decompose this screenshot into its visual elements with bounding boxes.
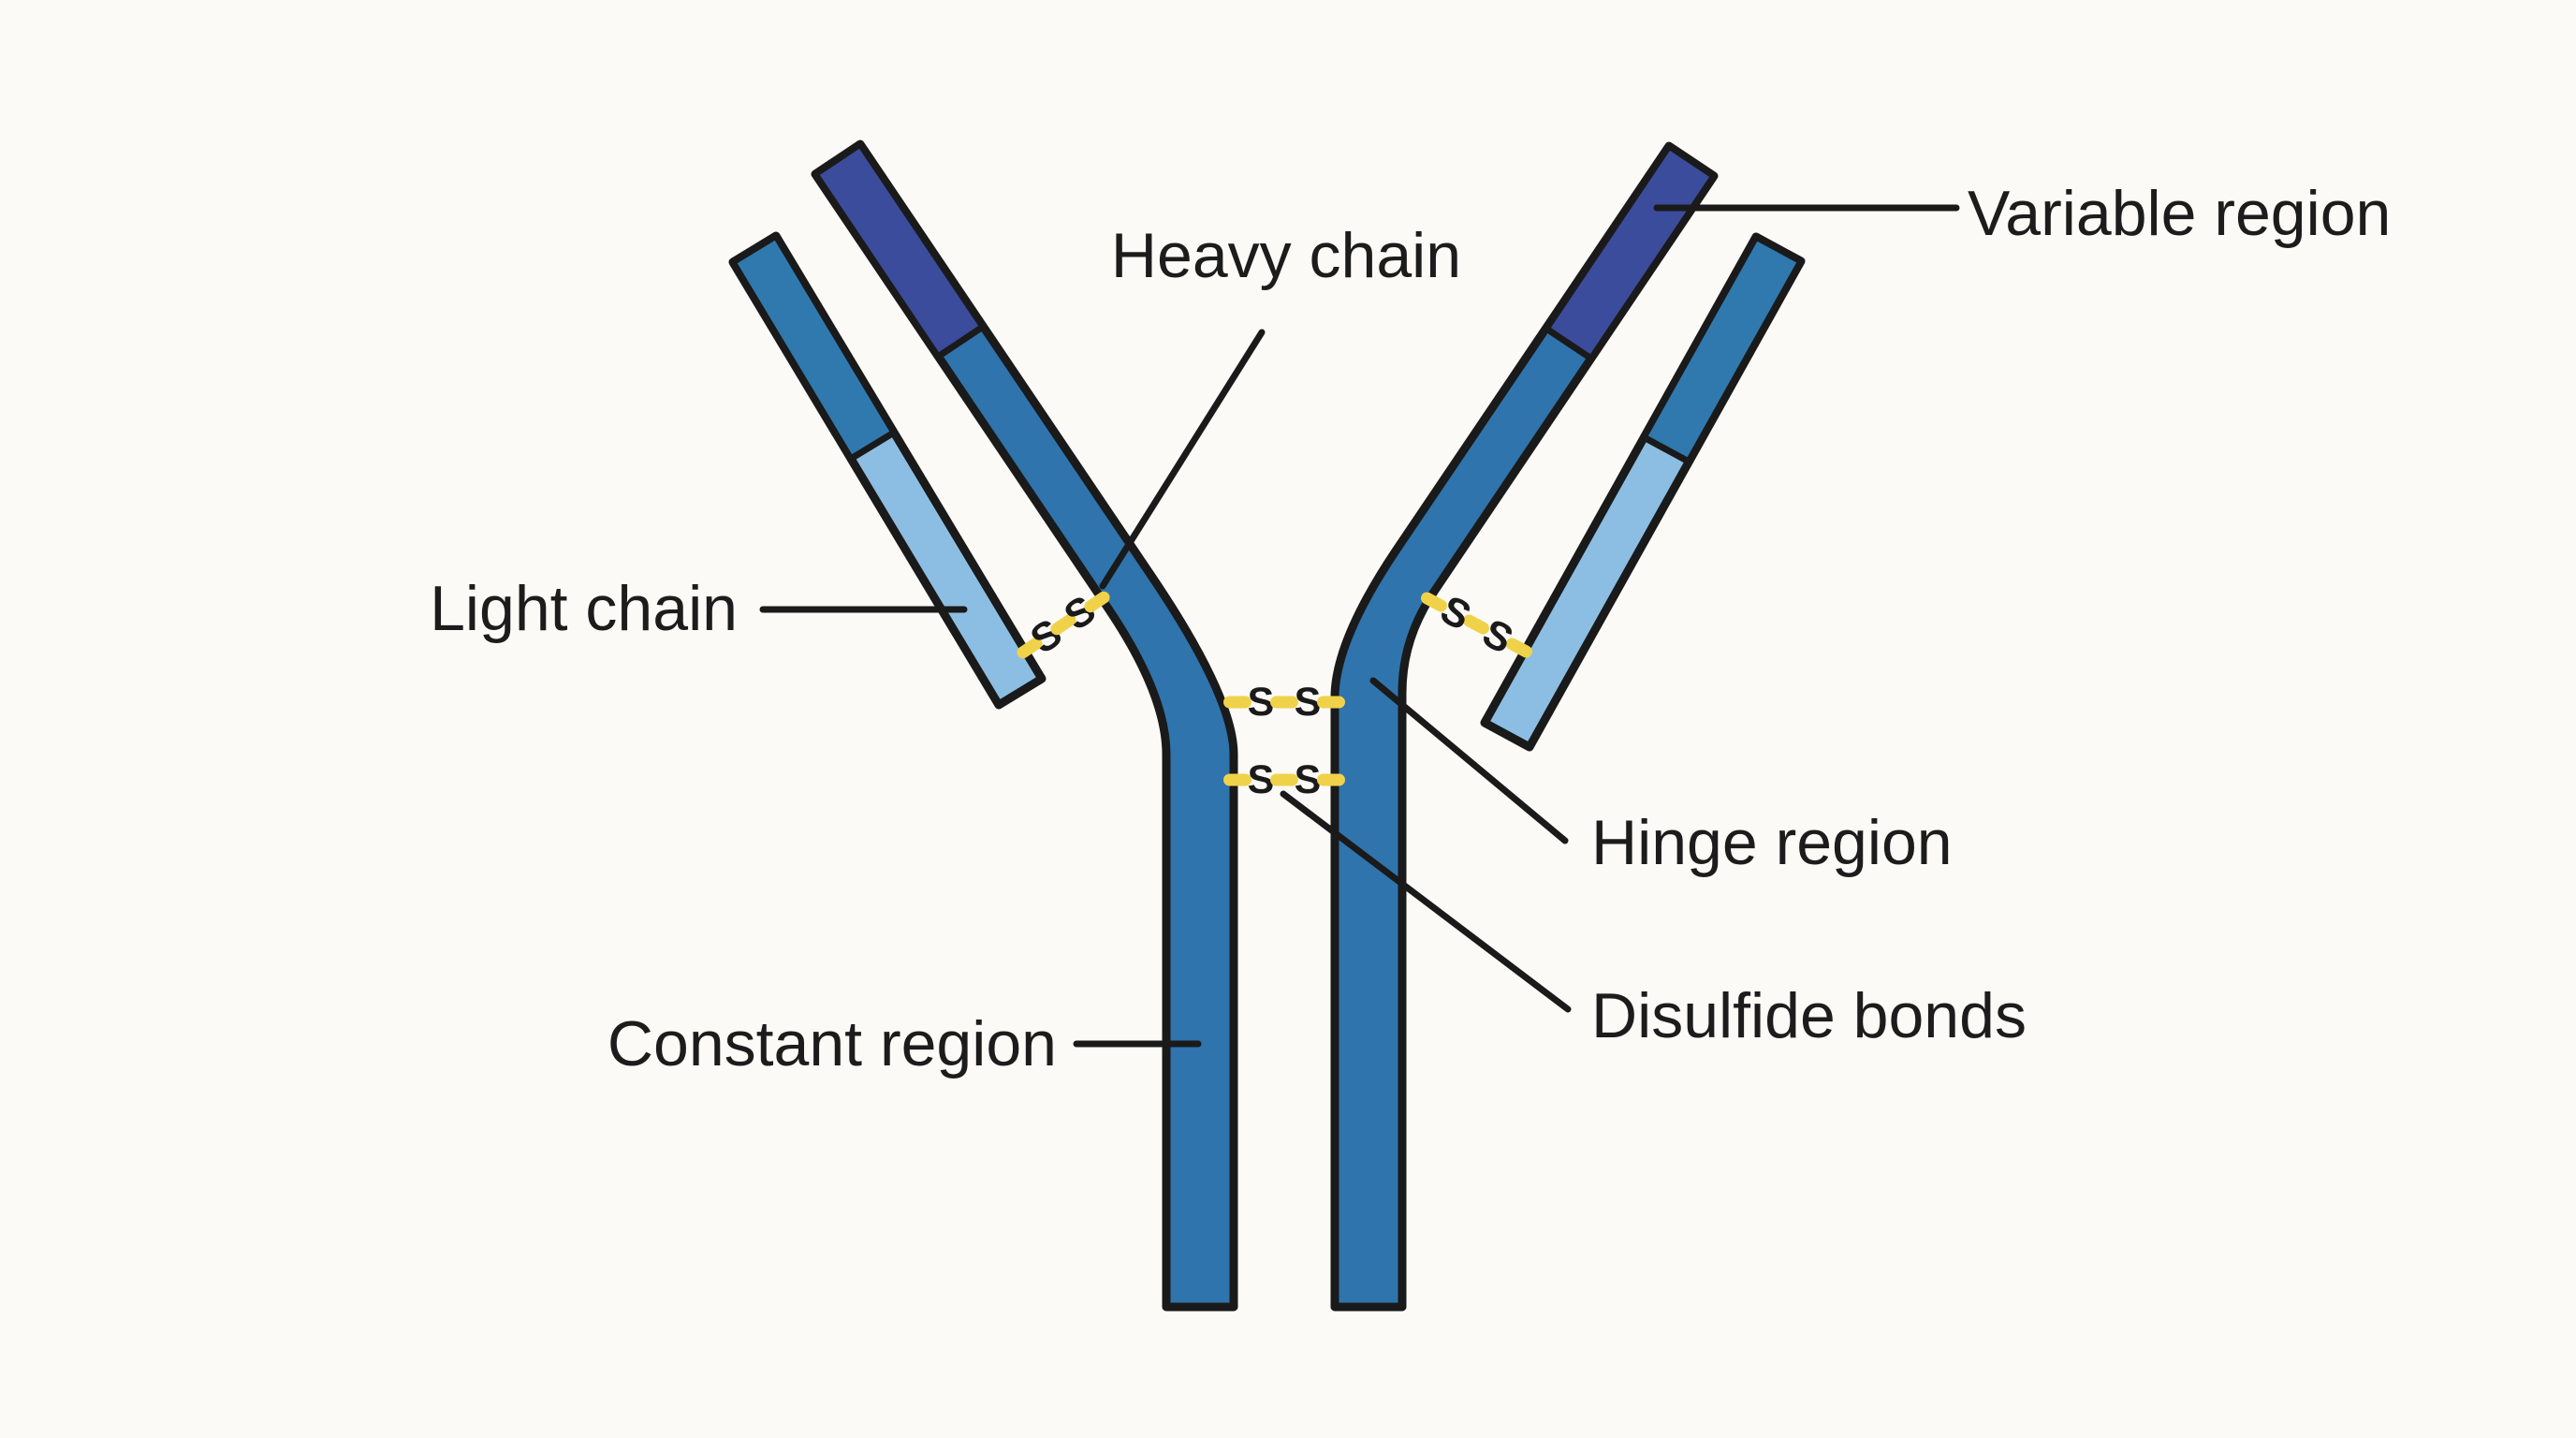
disulfide-dash (1223, 696, 1251, 709)
leader-disulfide-bonds (1280, 790, 1572, 1013)
disulfide-bond-hinge-upper: S S (1223, 680, 1345, 725)
light-chain-left-variable-tip (729, 232, 898, 462)
sulfur-label: S (1295, 757, 1322, 802)
disulfide-dash (1270, 773, 1298, 786)
label-variable-region: Variable region (1968, 178, 2391, 249)
sulfur-label: S (1248, 680, 1275, 725)
disulfide-dash (1084, 591, 1110, 613)
leader-hinge-region (1369, 677, 1569, 844)
disulfide-bond-hinge-lower: S S (1223, 757, 1345, 802)
heavy-chain-right-variable-tip (1543, 142, 1718, 362)
light-chain-right-variable-tip (1640, 233, 1805, 465)
disulfide-dash (1317, 773, 1345, 786)
disulfide-dash (1050, 613, 1076, 636)
disulfide-dash (1462, 614, 1490, 635)
label-hinge-region: Hinge region (1591, 807, 1953, 878)
sulfur-label: S (1248, 757, 1275, 802)
disulfide-dash (1270, 696, 1298, 709)
disulfide-dash (1223, 773, 1251, 786)
heavy-chain-left-bar (811, 139, 1238, 1312)
leader-heavy-chain (1099, 329, 1266, 590)
label-heavy-chain: Heavy chain (1111, 220, 1461, 291)
disulfide-dash (1017, 637, 1043, 659)
label-disulfide-bonds: Disulfide bonds (1591, 980, 2027, 1051)
disulfide-dash (1317, 696, 1345, 709)
sulfur-label: S (1295, 680, 1322, 725)
label-constant-region: Constant region (607, 1008, 1057, 1079)
disulfide-dash (1505, 638, 1533, 658)
label-light-chain: Light chain (430, 573, 738, 644)
disulfide-dash (1420, 592, 1448, 612)
heavy-chain-left-variable-tip (812, 140, 987, 360)
